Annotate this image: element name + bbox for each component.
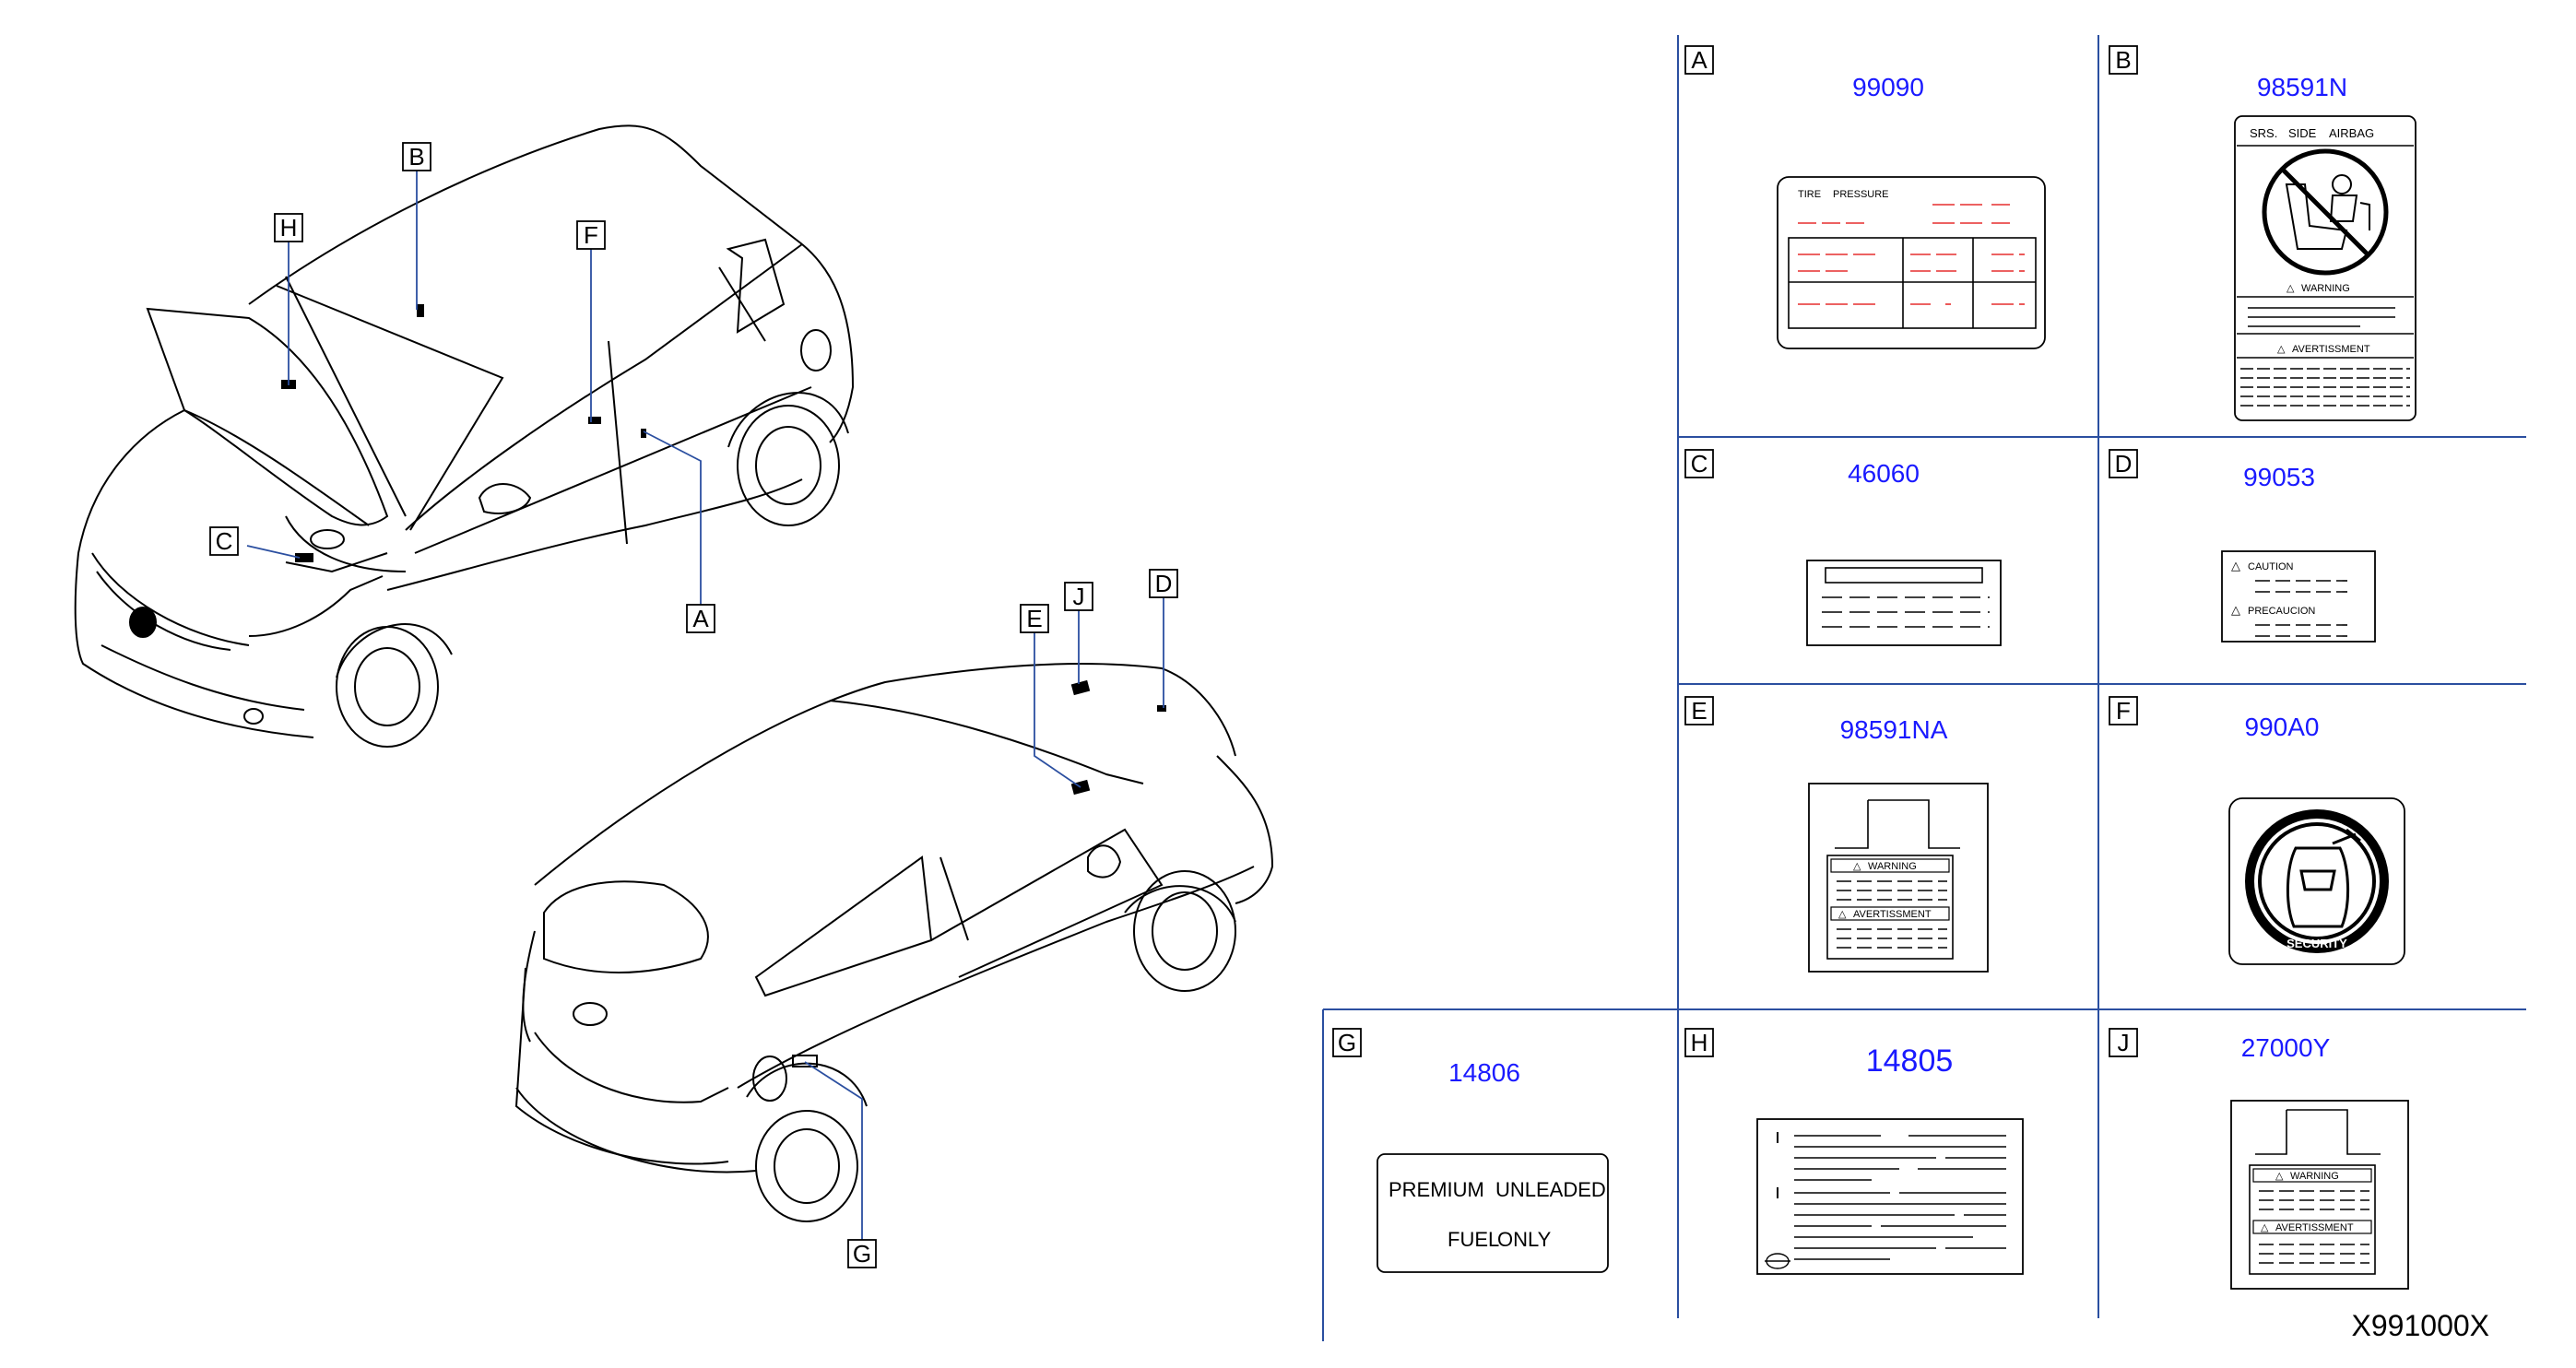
callout-box-b: B: [402, 142, 431, 171]
panel-a: A 99090 TIRE PRESSURE: [1684, 45, 2046, 349]
svg-text:SIDE: SIDE: [2288, 126, 2317, 140]
svg-text:A: A: [692, 605, 709, 632]
svg-text:J: J: [2118, 1029, 2130, 1056]
svg-text:PREMIUM: PREMIUM: [1388, 1178, 1484, 1201]
svg-text:G: G: [1338, 1029, 1356, 1056]
panel-f: F 990A0 SECURITY: [2109, 696, 2405, 965]
part-number-c: 46060: [1848, 459, 1920, 488]
svg-text:C: C: [216, 527, 233, 555]
callout-box-c: C: [209, 526, 239, 556]
callout-box-e: E: [1020, 604, 1049, 633]
svg-text:△: △: [2231, 603, 2240, 617]
svg-text:SRS.: SRS.: [2250, 126, 2277, 140]
part-number-e: 98591NA: [1840, 715, 1948, 744]
panel-j: J 27000Y △ WARNING △ AVERTISSMENT: [2109, 1028, 2409, 1290]
part-number-j: 27000Y: [2241, 1033, 2331, 1062]
svg-text:PRECAUCION: PRECAUCION: [2248, 606, 2315, 617]
panel-c: C 46060: [1684, 449, 2002, 646]
svg-text:A: A: [1691, 46, 1707, 74]
srs-side-airbag-label: SRS. SIDE AIRBAG △ WARNING △ A: [2234, 115, 2416, 421]
svg-text:SECURITY: SECURITY: [2286, 937, 2347, 950]
svg-text:E: E: [1026, 605, 1042, 632]
security-car-icon: [2286, 828, 2361, 928]
part-number-b: 98591N: [2257, 73, 2347, 101]
part-number-a: 99090: [1852, 73, 1924, 101]
svg-text:F: F: [2116, 697, 2131, 725]
b-warning-text: △: [2286, 283, 2295, 294]
fuel-label: PREMIUM UNLEADED FUEL ONLY: [1377, 1153, 1609, 1273]
callout-box-g: G: [847, 1239, 877, 1268]
svg-text:H: H: [1691, 1029, 1708, 1056]
callout-box-h: H: [274, 213, 303, 242]
svg-text:△: △: [2277, 344, 2286, 355]
svg-text:WARNING: WARNING: [2301, 283, 2350, 294]
svg-text:△: △: [1838, 909, 1847, 920]
sun-visor-warning-label-e: △ WARNING △ AVERTISSMENT: [1808, 783, 1989, 973]
panel-d: D 99053 △ CAUTION △ PRECAUCION: [2109, 449, 2376, 643]
svg-text:FUEL: FUEL: [1448, 1228, 1499, 1251]
part-number-f: 990A0: [2245, 713, 2320, 741]
svg-text:WARNING: WARNING: [1868, 861, 1917, 872]
svg-text:△: △: [2231, 559, 2240, 572]
svg-text:WARNING: WARNING: [2290, 1171, 2339, 1182]
svg-text:PRESSURE: PRESSURE: [1833, 189, 1889, 200]
security-label: SECURITY: [2228, 797, 2405, 965]
part-number-d: 99053: [2243, 463, 2315, 491]
svg-text:ONLY: ONLY: [1497, 1228, 1552, 1251]
svg-text:G: G: [853, 1240, 871, 1268]
emission-control-label: [1756, 1118, 2024, 1275]
tire-pressure-label: TIRE PRESSURE: [1777, 176, 2046, 349]
svg-text:D: D: [1155, 570, 1173, 597]
svg-text:△: △: [1853, 861, 1861, 872]
panel-b: B 98591N SRS. SIDE AIRBAG △ WARNING: [2109, 45, 2416, 421]
svg-text:AVERTISSMENT: AVERTISSMENT: [2292, 344, 2370, 355]
svg-text:H: H: [280, 214, 298, 242]
svg-text:C: C: [1691, 450, 1708, 478]
diagram-code: X991000X: [2352, 1309, 2489, 1342]
svg-text:AVERTISSMENT: AVERTISSMENT: [2275, 1222, 2354, 1233]
panel-h: H 14805: [1684, 1028, 2024, 1275]
svg-text:B: B: [2115, 46, 2131, 74]
svg-text:AIRBAG: AIRBAG: [2329, 126, 2374, 140]
callout-box-d: D: [1149, 569, 1178, 598]
callout-boxes: H B F A C J E D: [209, 142, 1178, 1268]
svg-text:D: D: [2115, 450, 2133, 478]
brake-fluid-label: [1806, 560, 2002, 646]
sun-visor-warning-label-j: △ WARNING △ AVERTISSMENT: [2230, 1100, 2409, 1290]
svg-text:F: F: [584, 221, 598, 249]
callout-leaders: [246, 171, 1164, 1240]
svg-text:J: J: [1073, 583, 1085, 610]
svg-text:B: B: [408, 143, 424, 171]
car-rear-view: [514, 663, 1274, 1222]
caution-label: △ CAUTION △ PRECAUCION: [2221, 550, 2376, 643]
svg-text:TIRE: TIRE: [1798, 189, 1821, 200]
svg-text:UNLEADED: UNLEADED: [1495, 1178, 1606, 1201]
part-number-h: 14805: [1866, 1044, 1954, 1079]
panel-g: G 14806 PREMIUM UNLEADED FUEL ONLY: [1332, 1028, 1609, 1273]
car-front-view: [74, 124, 855, 748]
callout-box-a: A: [686, 604, 715, 633]
part-number-g: 14806: [1448, 1058, 1520, 1087]
nissan-logo-icon: [1765, 1253, 1790, 1269]
callout-box-j: J: [1064, 582, 1093, 611]
no-child-seat-icon: [2262, 148, 2389, 276]
svg-text:AVERTISSMENT: AVERTISSMENT: [1853, 909, 1932, 920]
panel-e: E 98591NA △ WARNING △ AVERTISSMENT: [1684, 696, 1989, 973]
svg-text:E: E: [1691, 697, 1707, 725]
svg-text:△: △: [2261, 1222, 2269, 1233]
svg-text:△: △: [2275, 1171, 2284, 1182]
callout-box-f: F: [576, 220, 606, 250]
parts-grid: [1322, 35, 2526, 1341]
svg-text:CAUTION: CAUTION: [2248, 561, 2294, 572]
